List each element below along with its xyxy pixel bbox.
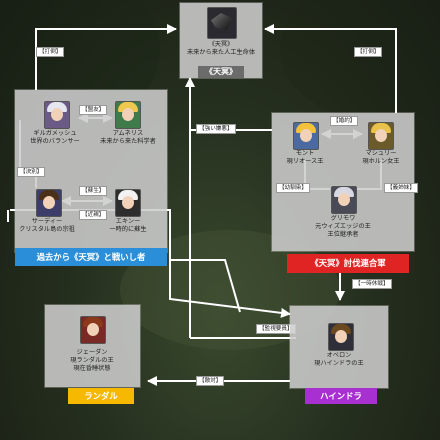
randal-faction-label: ランダル: [68, 388, 134, 404]
relation-enemy: 【決別】: [17, 167, 46, 177]
ekin-portrait: [115, 189, 141, 217]
jedan-sub2: 現在昏睡状態: [73, 365, 111, 372]
jedan-sub: 現ランダルの王: [70, 357, 114, 364]
grimoire-sub: 元ウィズエッジの王: [315, 223, 371, 230]
sardy-sub: クリスタル島の宗祖: [19, 226, 75, 233]
mashley-portrait: [368, 122, 394, 150]
relation-hostile: 【敵対】: [196, 376, 225, 386]
jedan-name: ジェーダン: [76, 349, 108, 356]
relation-marriage: 【婚約】: [330, 116, 359, 126]
hair: [334, 187, 354, 197]
tenmei-caption: 《天冥》: [198, 66, 244, 78]
monte-name: モント: [295, 150, 315, 157]
relation-defeat-right: 【打倒】: [354, 47, 383, 57]
ekin-sub: 一時的に蘇生: [109, 226, 147, 233]
relation-ceasefire: 【一時休戦】: [352, 279, 392, 289]
grimoire-portrait: [331, 186, 357, 214]
gilgamesh-portrait: [44, 101, 70, 129]
jedan-portrait: [80, 316, 106, 344]
oberon-portrait: [328, 323, 354, 351]
arrow-haindra-past: [170, 259, 241, 313]
hair: [296, 123, 316, 133]
dragon-wing-icon: [211, 13, 233, 31]
past-faction-label: 過去から《天冥》と戦いし者: [15, 248, 167, 266]
grimoire-name: グリモワ: [330, 215, 356, 222]
gilgamesh-name: ギルガメッシュ: [33, 130, 77, 137]
mashley-name: マシュリー: [365, 150, 397, 157]
face: [122, 108, 134, 121]
relation-sisters: 【義姉妹】: [384, 183, 418, 193]
monte-portrait: [293, 122, 319, 150]
tenmei-panel: 《天冥》 未来から来た人工生命体: [180, 3, 262, 78]
oberon-name: オベロン: [326, 352, 352, 359]
alliance-faction-label: 《天冥》討伐連合軍: [287, 254, 409, 273]
grimoire-sub2: 王位継承者: [327, 231, 359, 238]
face: [51, 108, 63, 121]
ekin-name: エキンー: [115, 218, 141, 225]
relation-defeat-left: 【打倒】: [36, 47, 65, 57]
tenmei-portrait: [207, 7, 237, 39]
face: [122, 196, 134, 209]
face: [338, 193, 350, 206]
gilgamesh-sub: 世界のバランサー: [30, 138, 80, 145]
sardy-portrait: [36, 189, 62, 217]
mashley-sub: 現ホルン女王: [362, 158, 400, 165]
face: [87, 323, 99, 336]
hair: [118, 190, 138, 200]
face: [43, 196, 55, 209]
amneris-sub: 未来から来た科学者: [100, 138, 156, 145]
haindra-faction-label: ハインドラ: [305, 388, 377, 404]
hair: [39, 190, 59, 200]
relation-strong-aversion: 【強い嫌悪】: [196, 124, 236, 134]
hair: [83, 317, 103, 327]
monte-sub: 現リオース王: [286, 158, 324, 165]
face: [335, 330, 347, 343]
relation-revive: 【蘇生】: [79, 186, 108, 196]
hair: [118, 102, 138, 112]
hair: [331, 324, 351, 334]
amneris-portrait: [115, 101, 141, 129]
hair: [47, 102, 67, 112]
hair: [371, 123, 391, 133]
relation-friendship: 【盟友】: [79, 105, 108, 115]
arrow-past-defeats-tenmei: [35, 24, 177, 90]
amneris-name: アムネリス: [112, 130, 144, 137]
relation-close: 【近親】: [79, 210, 108, 220]
tenmei-sub: 未来から来た人工生命体: [186, 49, 256, 56]
oberon-sub: 現ハインドラの王: [314, 360, 364, 367]
sardy-name: サーディー: [31, 218, 63, 225]
face: [300, 129, 312, 142]
relation-childhood: 【幼馴染】: [276, 183, 310, 193]
arrow-alliance-defeats-tenmei: [264, 24, 397, 113]
face: [375, 129, 387, 142]
tenmei-name: 《天冥》: [208, 41, 234, 48]
